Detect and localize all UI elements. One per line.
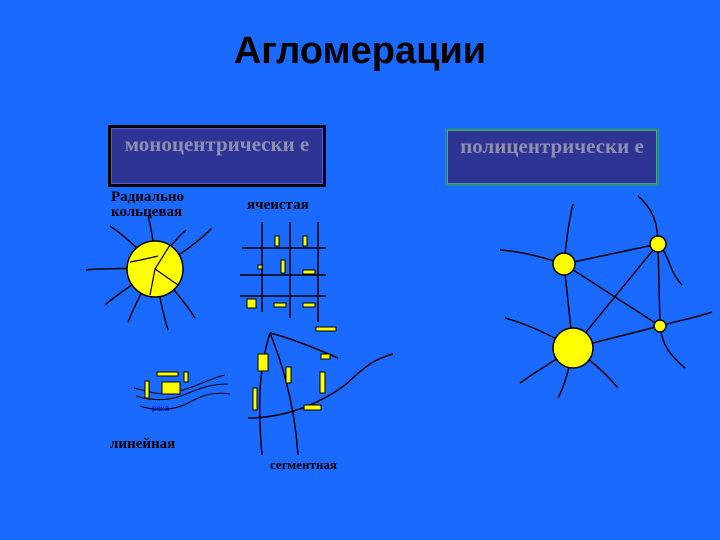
building-block (144, 380, 150, 399)
network-link (572, 243, 659, 349)
radial-ring-diagram (85, 214, 213, 331)
outlet-road (659, 325, 686, 369)
polycentric-box: полицентрически е (445, 128, 659, 186)
segment-diagram (247, 326, 394, 456)
building-block (252, 387, 258, 411)
radial-ring-label: Радиально кольцевая (111, 189, 185, 220)
outlet-road (659, 311, 713, 327)
building-block (302, 269, 316, 275)
city-node (653, 319, 667, 333)
network-link (563, 263, 661, 327)
monocentric-box: моноцентрически е (108, 125, 326, 187)
segment-line (269, 332, 299, 456)
building-block (257, 264, 263, 270)
polycentric-diagram (499, 195, 713, 399)
city-node (649, 235, 667, 253)
city-node (552, 327, 594, 369)
building-block (257, 353, 269, 372)
building-block (302, 302, 316, 308)
city-node (552, 252, 576, 276)
linear-label: линейная (110, 436, 176, 452)
building-block (183, 371, 189, 383)
building-block (303, 404, 322, 411)
cellular-label: ячеистая (247, 197, 309, 213)
building-block (274, 235, 280, 247)
segment-line (258, 332, 271, 456)
building-block (319, 371, 326, 394)
building-block (161, 381, 181, 395)
river-bank (135, 383, 229, 401)
river-bank (139, 392, 231, 410)
cellular-diagram (240, 222, 326, 322)
linear-diagram: река (133, 371, 231, 413)
slide-title: Агломерации (233, 30, 487, 72)
building-block (315, 326, 337, 332)
building-block (273, 302, 287, 308)
network-link (563, 243, 659, 265)
building-block (302, 235, 308, 247)
building-block (280, 259, 286, 274)
river-label: река (152, 404, 170, 413)
building-block (285, 366, 292, 384)
network-link (657, 243, 661, 327)
segment-line (247, 353, 394, 419)
inner-road (129, 244, 179, 296)
building-block (246, 298, 257, 309)
segment-label: сегментная (270, 457, 337, 472)
building-block (320, 353, 331, 360)
segment-line (269, 332, 339, 359)
building-block (156, 371, 179, 377)
